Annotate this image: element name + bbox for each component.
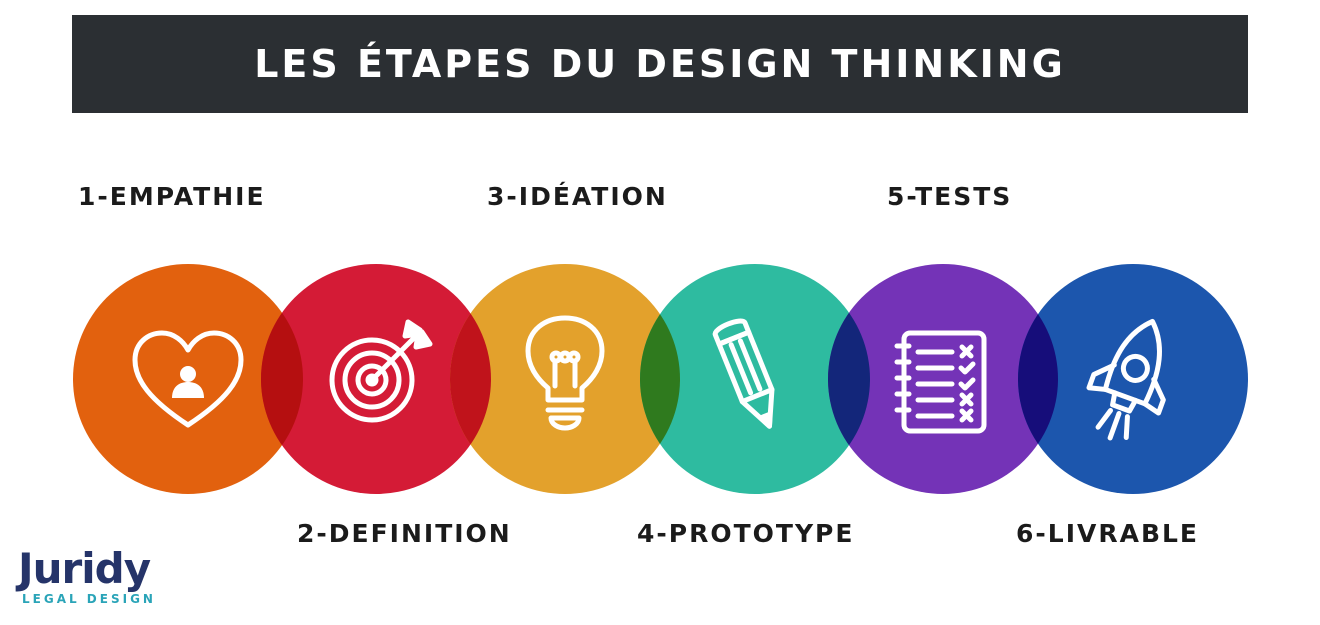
circle-tests [828,264,1058,494]
step-label-ideation: 3-IDÉATION [487,182,668,211]
step-label-definition: 2-DEFINITION [297,519,512,548]
lightbulb-icon [525,315,605,431]
target-icon [329,319,433,423]
circle-ideation [450,264,680,494]
pencil-icon [712,318,775,429]
step-label-prototype: 4-PROTOTYPE [637,519,855,548]
step-label-tests: 5-TESTS [887,182,1013,211]
rocket-icon [1086,318,1166,441]
logo-wordmark: Juridy [18,544,151,593]
step-label-empathie: 1-EMPATHIE [78,182,266,211]
juridy-logo: Juridy LEGAL DESIGN [14,544,174,610]
checklist-icon [894,330,987,434]
logo-tagline: LEGAL DESIGN [22,592,156,606]
page-title: LES ÉTAPES DU DESIGN THINKING [254,42,1066,86]
title-banner: LES ÉTAPES DU DESIGN THINKING [72,15,1248,113]
step-label-livrable: 6-LIVRABLE [1016,519,1200,548]
heart-person-icon [132,330,244,428]
